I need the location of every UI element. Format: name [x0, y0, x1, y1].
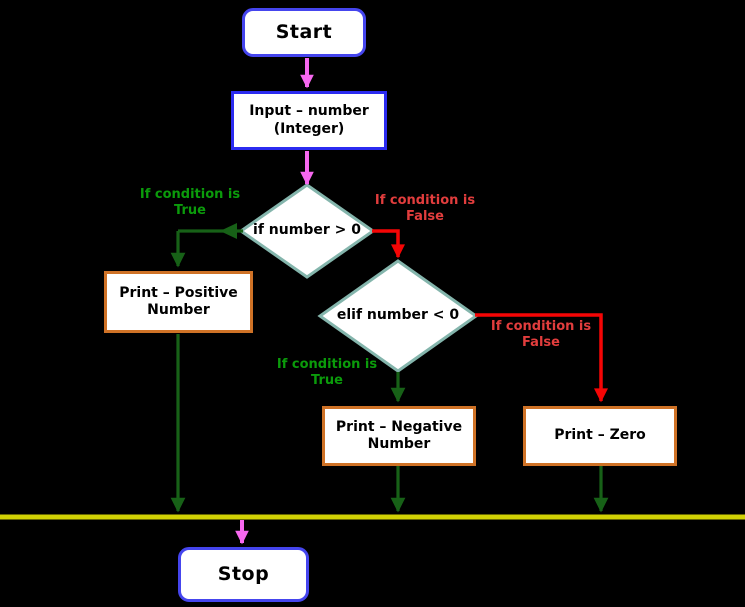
stop-node: Stop: [178, 547, 309, 602]
edge-label-elif-true: If condition is True: [276, 357, 378, 388]
arrow-elif-false-to-zero: [475, 313, 608, 403]
print-positive-node: Print – Positive Number: [104, 271, 253, 333]
edge-label-if-false: If condition is False: [374, 193, 476, 224]
arrow-if-false-to-elif: [372, 229, 405, 259]
start-node: Start: [242, 8, 366, 57]
arrow-if-true-head: [220, 223, 237, 239]
decision-if-label: if number > 0: [253, 222, 361, 238]
decision-elif-label: elif number < 0: [336, 307, 460, 323]
edge-label-if-true: If condition is True: [139, 187, 241, 218]
decision-if-shape: [238, 183, 376, 279]
print-zero-node: Print – Zero: [523, 406, 677, 466]
decision-elif-shape: [317, 259, 479, 373]
print-negative-node: Print – Negative Number: [322, 406, 476, 466]
edge-label-elif-false: If condition is False: [490, 319, 592, 350]
input-node: Input – number (Integer): [231, 91, 387, 150]
